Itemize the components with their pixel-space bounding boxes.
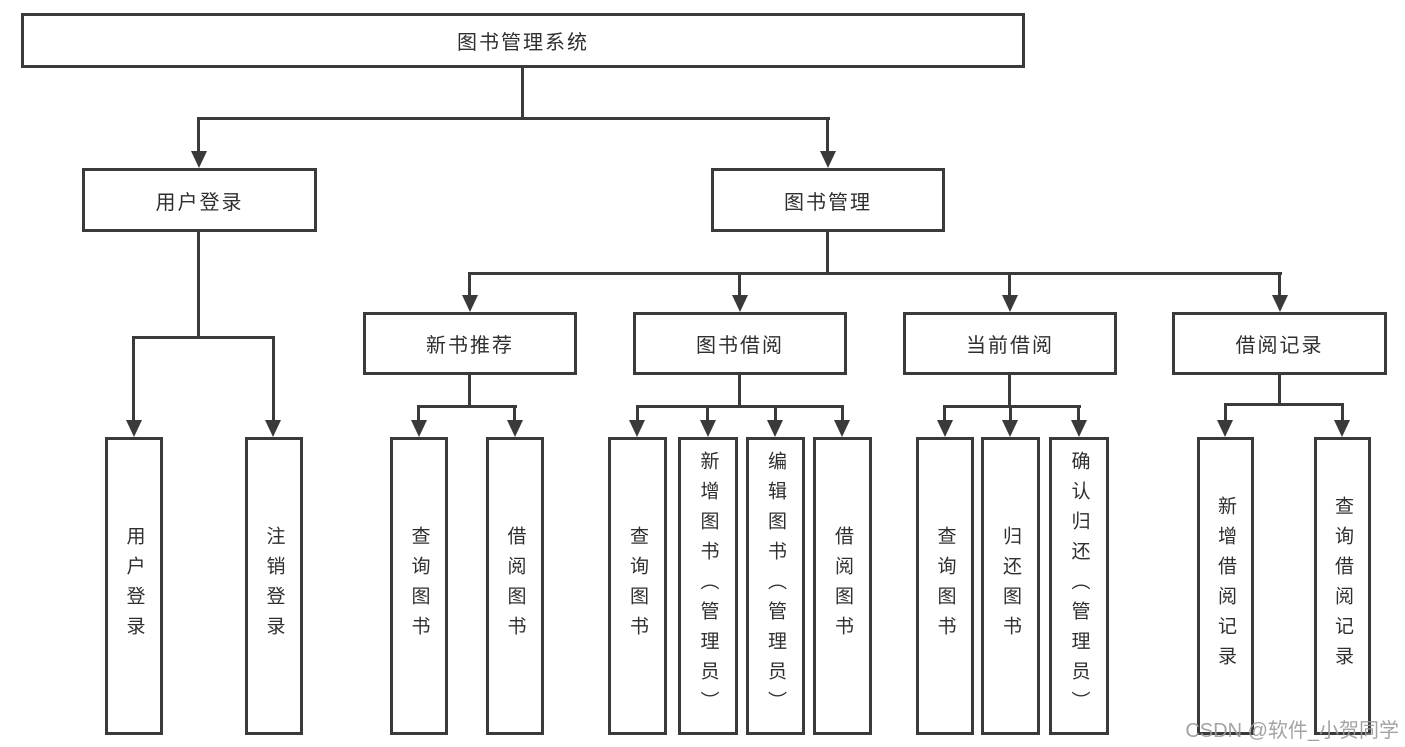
leaf-current-query-books: 查询图书 xyxy=(916,437,974,735)
edge-current-branch xyxy=(943,405,1081,408)
leaf-label: 用户登录 xyxy=(123,526,145,646)
arrowhead-down xyxy=(507,420,523,437)
leaf-logout: 注销登录 xyxy=(245,437,303,735)
node-current-borrow: 当前借阅 xyxy=(903,312,1117,375)
leaf-borrow-borrow-books: 借阅图书 xyxy=(813,437,872,735)
node-book-borrow-label: 图书借阅 xyxy=(696,335,784,357)
edge-arrow-stem xyxy=(636,405,639,420)
edge-arrow-stem xyxy=(1278,272,1281,295)
csdn-watermark: CSDN @软件_小贺同学 xyxy=(1185,720,1399,742)
node-book-borrow: 图书借阅 xyxy=(633,312,847,375)
arrowhead-down xyxy=(1002,295,1018,312)
edge-arrow-stem xyxy=(1224,403,1227,420)
edge-arrow-stem xyxy=(1077,405,1080,420)
arrowhead-down xyxy=(265,420,281,437)
edge-recommend-stem xyxy=(468,375,471,405)
leaf-records-add-record: 新增借阅记录 xyxy=(1197,437,1254,735)
arrowhead-down xyxy=(462,295,478,312)
leaf-label: 查询借阅记录 xyxy=(1332,496,1353,676)
node-user-login-label: 用户登录 xyxy=(155,191,244,214)
arrowhead-down xyxy=(700,420,716,437)
edge-arrow-stem xyxy=(1009,405,1012,420)
node-new-book-recommend: 新书推荐 xyxy=(363,312,577,375)
edge-bookmgmt-stem xyxy=(826,232,829,272)
leaf-current-confirm-return-admin: 确认归还（管理员） xyxy=(1049,437,1109,735)
leaf-recommend-borrow-books: 借阅图书 xyxy=(486,437,544,735)
node-root-label: 图书管理系统 xyxy=(457,32,589,54)
arrowhead-down xyxy=(767,420,783,437)
edge-arrow-stem xyxy=(826,117,829,151)
edge-arrow-stem xyxy=(417,405,420,420)
edge-current-stem xyxy=(1008,375,1011,405)
edge-arrow-stem xyxy=(1341,403,1344,420)
edge-userlogin-stem xyxy=(197,232,200,336)
leaf-label: 编辑图书（管理员） xyxy=(765,451,786,721)
edge-arrow-stem xyxy=(738,272,741,295)
arrowhead-down xyxy=(820,151,836,168)
edge-arrow-stem xyxy=(132,336,135,420)
arrowhead-down xyxy=(732,295,748,312)
edge-arrow-stem xyxy=(841,405,844,420)
leaf-records-query-record: 查询借阅记录 xyxy=(1314,437,1371,735)
arrowhead-down xyxy=(629,420,645,437)
leaf-label: 查询图书 xyxy=(408,526,430,646)
leaf-label: 查询图书 xyxy=(627,526,648,646)
leaf-label: 借阅图书 xyxy=(832,526,853,646)
arrowhead-down xyxy=(1217,420,1233,437)
leaf-label: 归还图书 xyxy=(1000,526,1021,646)
edge-records-branch xyxy=(1224,403,1344,406)
edge-recommend-branch xyxy=(417,405,517,408)
edge-arrow-stem xyxy=(513,405,516,420)
node-borrow-records-label: 借阅记录 xyxy=(1235,335,1324,357)
node-root: 图书管理系统 xyxy=(21,13,1025,68)
edge-user-branch xyxy=(132,336,275,339)
edge-arrow-stem xyxy=(272,336,275,420)
edge-root-stem xyxy=(521,68,524,117)
edge-arrow-stem xyxy=(943,405,946,420)
arrowhead-down xyxy=(126,420,142,437)
edge-arrow-stem xyxy=(468,272,471,295)
edge-arrow-stem xyxy=(774,405,777,420)
edge-arrow-stem xyxy=(706,405,709,420)
edge-level2-branch xyxy=(198,117,830,120)
node-book-management: 图书管理 xyxy=(711,168,945,232)
leaf-borrow-add-books-admin: 新增图书（管理员） xyxy=(678,437,738,735)
arrowhead-down xyxy=(1002,420,1018,437)
leaf-label: 新增图书（管理员） xyxy=(697,451,719,721)
edge-borrow-branch xyxy=(636,405,844,408)
node-current-borrow-label: 当前借阅 xyxy=(966,335,1054,357)
node-new-book-recommend-label: 新书推荐 xyxy=(426,335,514,357)
arrowhead-down xyxy=(1334,420,1350,437)
leaf-recommend-query-books: 查询图书 xyxy=(390,437,448,735)
arrowhead-down xyxy=(834,420,850,437)
edge-level3-branch xyxy=(468,272,1282,275)
edge-borrow-stem xyxy=(738,375,741,405)
leaf-label: 查询图书 xyxy=(934,526,956,646)
arrowhead-down xyxy=(1272,295,1288,312)
edge-records-stem xyxy=(1278,375,1281,403)
arrowhead-down xyxy=(191,151,207,168)
leaf-user-login: 用户登录 xyxy=(105,437,163,735)
arrowhead-down xyxy=(937,420,953,437)
leaf-borrow-query-books: 查询图书 xyxy=(608,437,667,735)
arrowhead-down xyxy=(1071,420,1087,437)
leaf-label: 确认归还（管理员） xyxy=(1068,451,1090,721)
node-user-login: 用户登录 xyxy=(82,168,317,232)
leaf-label: 借阅图书 xyxy=(504,526,526,646)
node-borrow-records: 借阅记录 xyxy=(1172,312,1387,375)
leaf-label: 新增借阅记录 xyxy=(1215,496,1236,676)
leaf-current-return-books: 归还图书 xyxy=(981,437,1040,735)
leaf-borrow-edit-books-admin: 编辑图书（管理员） xyxy=(746,437,805,735)
leaf-label: 注销登录 xyxy=(263,526,285,646)
node-book-management-label: 图书管理 xyxy=(784,191,872,214)
edge-arrow-stem xyxy=(1008,272,1011,295)
edge-arrow-stem xyxy=(197,117,200,151)
arrowhead-down xyxy=(411,420,427,437)
